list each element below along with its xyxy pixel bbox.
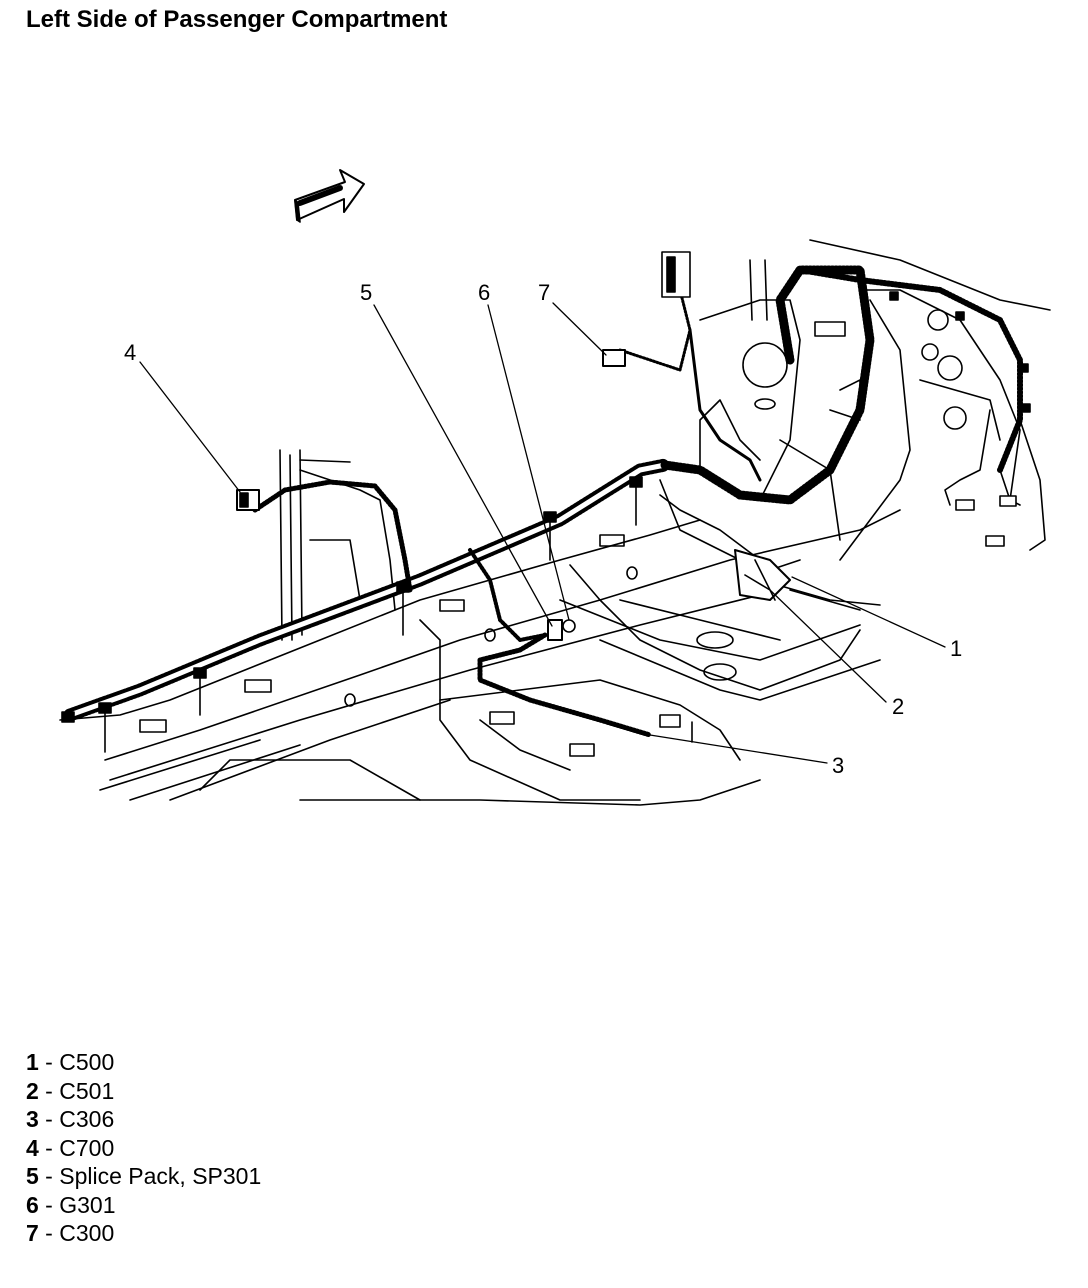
callout-5: 5: [360, 280, 372, 305]
legend-number: 5: [26, 1163, 39, 1189]
legend-item: 2 - C501: [26, 1077, 261, 1106]
legend-number: 4: [26, 1134, 39, 1161]
callout-4: 4: [124, 340, 136, 365]
legend-label: Splice Pack, SP301: [59, 1163, 262, 1189]
wiring-diagram: 4 5 6 7 1 2 3: [59, 169, 1051, 806]
legend-separator: -: [38, 1191, 60, 1218]
legend-label: C300: [59, 1220, 115, 1246]
legend-number: 6: [26, 1191, 39, 1218]
callout-1: 1: [950, 636, 962, 661]
direction-arrow-icon: [294, 169, 365, 223]
legend-number: 2: [26, 1077, 39, 1104]
legend-item: 4 - C700: [26, 1134, 261, 1163]
legend-label: C500: [59, 1049, 115, 1075]
legend-number: 1: [26, 1049, 39, 1075]
legend-label: C501: [59, 1077, 115, 1104]
legend-separator: -: [38, 1220, 60, 1246]
branch-harnesses: [252, 278, 1046, 738]
legend-separator: -: [38, 1163, 60, 1189]
b-pillar: [279, 449, 396, 641]
legend-item: 6 - G301: [26, 1191, 261, 1220]
legend-separator: -: [38, 1134, 60, 1161]
legend-item: 7 - C300: [26, 1219, 261, 1248]
legend-separator: -: [38, 1077, 60, 1104]
legend-separator: -: [38, 1049, 60, 1075]
legend-number: 7: [26, 1220, 39, 1246]
connectors: [98, 251, 1031, 753]
legend-separator: -: [38, 1106, 60, 1132]
main-harness: [61, 265, 1023, 723]
rear-panels: [699, 239, 1051, 561]
callout-6: 6: [478, 280, 490, 305]
callout-2: 2: [892, 694, 904, 719]
callout-7: 7: [538, 280, 550, 305]
legend: 1 - C500 2 - C501 3 - C306 4 - C700 5 - …: [26, 1048, 261, 1248]
callout-3: 3: [832, 753, 844, 778]
leader-lines: [139, 302, 946, 764]
legend-number: 3: [26, 1106, 39, 1132]
floor-pan: [59, 509, 901, 806]
legend-item: 5 - Splice Pack, SP301: [26, 1162, 261, 1191]
legend-label: C306: [59, 1106, 115, 1132]
page-title: Left Side of Passenger Compartment: [26, 6, 448, 33]
legend-label: G301: [59, 1191, 116, 1218]
legend-label: C700: [59, 1134, 115, 1161]
legend-item: 1 - C500: [26, 1048, 261, 1077]
legend-item: 3 - C306: [26, 1105, 261, 1134]
